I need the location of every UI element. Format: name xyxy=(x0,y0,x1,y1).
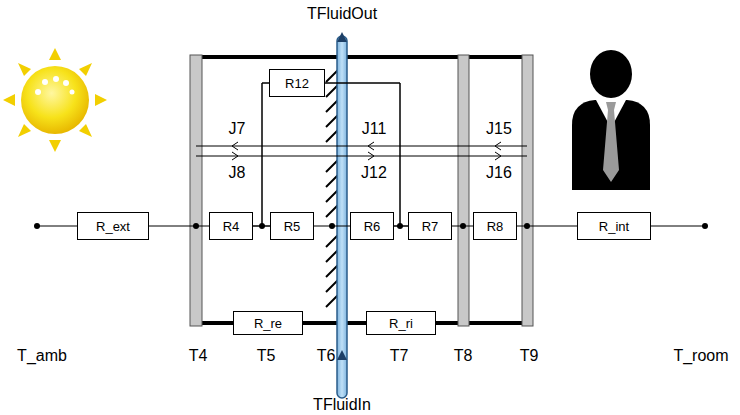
frame-line xyxy=(196,55,527,59)
resistor-label: R5 xyxy=(284,219,301,234)
wire xyxy=(651,226,705,227)
person-icon xyxy=(572,50,650,190)
resistor-label: R_ri xyxy=(389,316,413,331)
flow-arrow xyxy=(337,32,347,42)
resistor-box: R7 xyxy=(408,212,452,240)
node-label: T7 xyxy=(390,347,409,365)
resistor-label: R_re xyxy=(254,316,282,331)
resistor-box: R_ext xyxy=(77,212,149,240)
wire xyxy=(37,226,78,227)
resistor-label: R_int xyxy=(599,219,629,234)
resistor-box: R8 xyxy=(473,212,517,240)
node-label: TFluidIn xyxy=(313,396,371,414)
fluid-pipe xyxy=(337,36,347,398)
node-label: T4 xyxy=(189,347,208,365)
resistor-label: R8 xyxy=(487,219,504,234)
wall-layer xyxy=(522,55,533,326)
resistor-box: R12 xyxy=(269,69,325,97)
node-label: T_amb xyxy=(17,347,67,365)
node-label: TFluidOut xyxy=(307,5,377,23)
wire-connector xyxy=(517,226,577,227)
node-label: J15 xyxy=(486,120,512,138)
node-label: T5 xyxy=(257,347,276,365)
wire-connector xyxy=(452,226,473,227)
node-label: J8 xyxy=(229,164,246,182)
wall-layer xyxy=(190,55,202,326)
resistor-box: R_int xyxy=(577,212,651,240)
node-label: T8 xyxy=(454,347,473,365)
resistor-label: R6 xyxy=(364,219,381,234)
resistor-label: R_ext xyxy=(96,219,130,234)
wall-layer xyxy=(458,55,469,326)
sun-icon xyxy=(3,48,107,152)
flow-arrow xyxy=(337,350,347,360)
node-label: J11 xyxy=(362,120,387,138)
resistor-label: R12 xyxy=(285,76,309,91)
wire-connector xyxy=(253,83,269,226)
node-label: J16 xyxy=(486,164,512,182)
node-label: J7 xyxy=(229,120,246,138)
node-label: J12 xyxy=(361,164,387,182)
wire-connector xyxy=(325,83,408,226)
hatching xyxy=(326,70,338,307)
resistor-box: R4 xyxy=(209,212,253,240)
resistor-box: R6 xyxy=(350,212,394,240)
resistor-label: R4 xyxy=(223,219,240,234)
wire-connector xyxy=(325,83,400,226)
resistor-box: R_ri xyxy=(366,311,436,335)
wire-connector xyxy=(262,83,270,226)
node-label: T9 xyxy=(520,347,539,365)
wire-connector xyxy=(314,226,350,227)
node-label: T6 xyxy=(317,347,336,365)
wire-connector xyxy=(149,226,209,227)
resistor-box: R5 xyxy=(270,212,314,240)
resistor-box: R_re xyxy=(233,311,303,335)
flux-line xyxy=(196,142,527,160)
node-label: T_room xyxy=(673,347,728,365)
resistor-label: R7 xyxy=(422,219,439,234)
